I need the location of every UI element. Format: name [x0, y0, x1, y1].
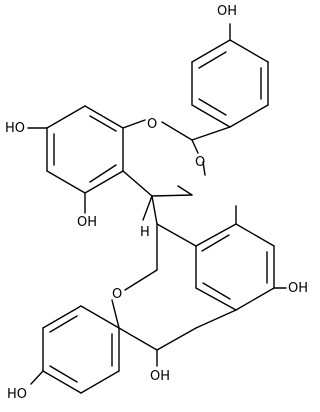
- oh-top-label: OH: [217, 4, 237, 19]
- top-phenol-ring: [191, 23, 269, 128]
- lower-phenol-ring: [30, 305, 120, 394]
- oh-right-mid-label: OH: [288, 281, 308, 296]
- oh-bottom-mid-label: OH: [150, 369, 170, 384]
- oh-left-lower-label: OH: [77, 215, 97, 230]
- h-bridge-label: H: [140, 225, 150, 240]
- molecule-drawing: OH HO OH O O H OH O OH HO: [5, 4, 308, 402]
- o-ring-right-label: O: [195, 155, 205, 170]
- central-ring: [156, 205, 287, 311]
- lower-pyran-ring: [111, 223, 237, 367]
- ho-left-label: HO: [5, 121, 25, 136]
- o-ring-bottom-label: O: [112, 287, 122, 302]
- upper-pyran-bridge: [122, 119, 231, 225]
- structure-canvas: OH HO OH O O H OH O OH HO: [5, 4, 309, 402]
- upper-left-ring: [27, 105, 124, 214]
- o-ring-left-label: O: [147, 117, 157, 132]
- ho-bottom-left-label: HO: [7, 387, 27, 402]
